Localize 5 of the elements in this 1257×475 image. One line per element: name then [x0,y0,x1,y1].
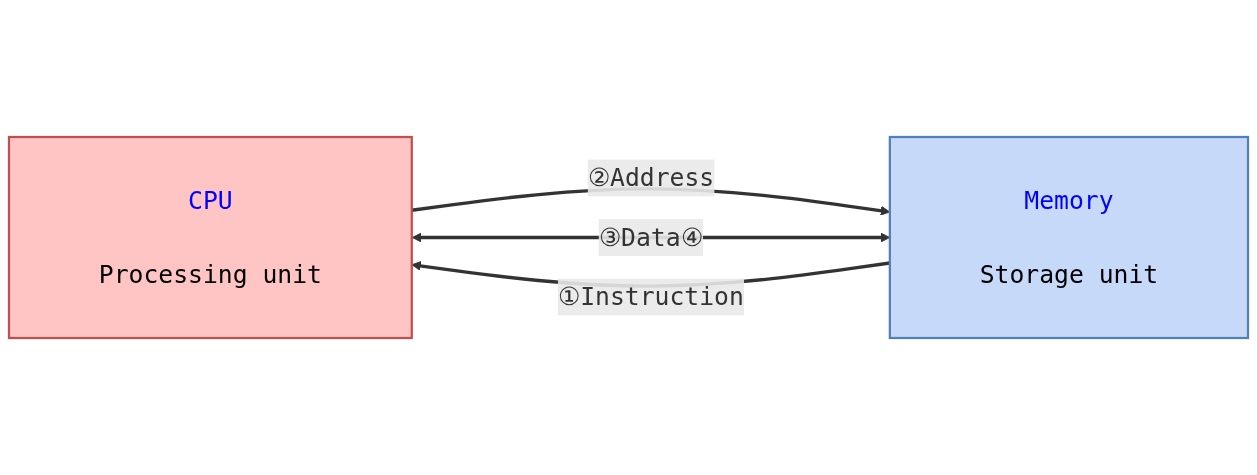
node-box: CPU Processing unit [7,135,413,340]
edge-label: ②Address [587,163,715,193]
edge-label: ③Data④ [598,223,704,252]
edge-label: ①Instruction [557,282,744,312]
node-box: Memory Storage unit [888,135,1250,340]
